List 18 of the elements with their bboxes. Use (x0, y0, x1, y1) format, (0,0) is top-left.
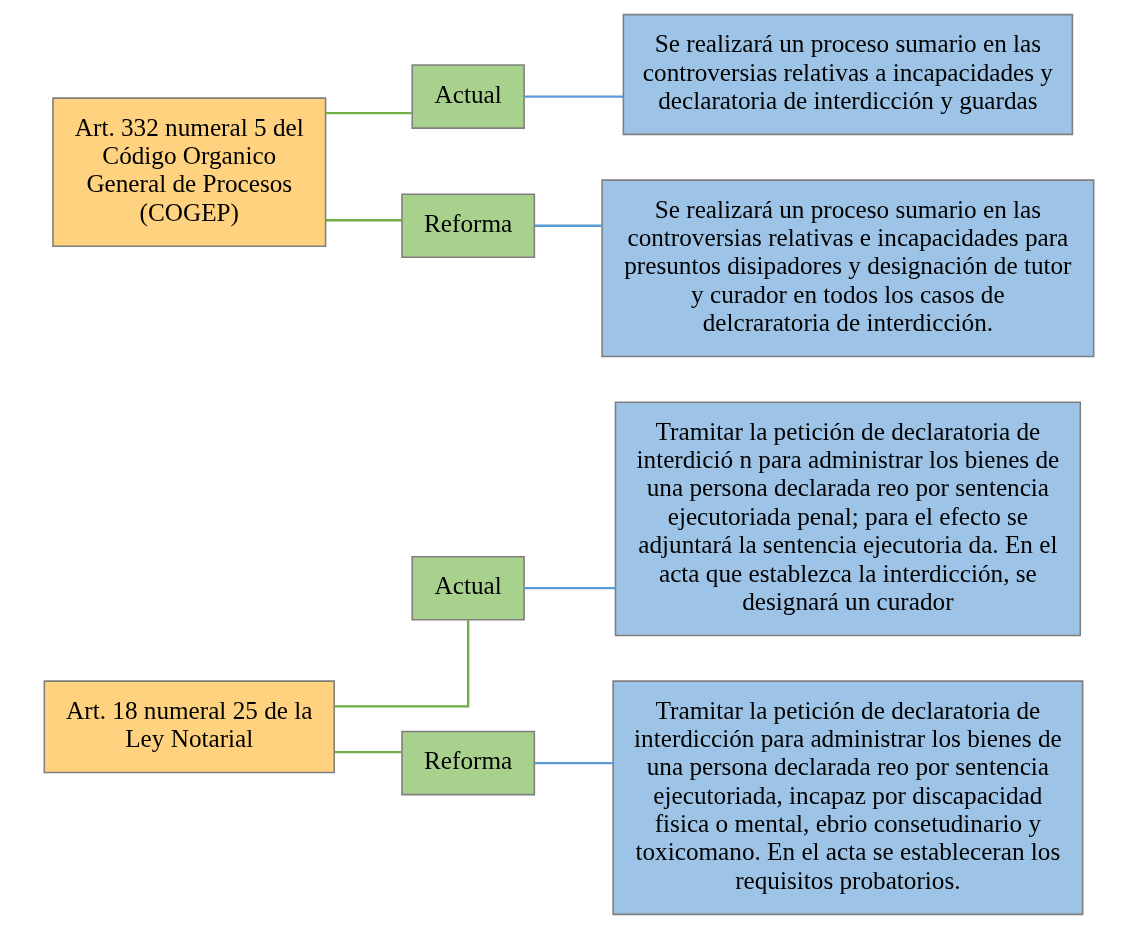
connector (534, 224, 602, 227)
connector (524, 95, 624, 98)
connector (334, 750, 402, 754)
node-box: Se realizará un proceso sumario en las controversias relativas a incapacidades y declaratoria de interdicción y guardas (622, 13, 1074, 136)
node-box: Art. 18 numeral 25 de la Ley Notarial (43, 680, 336, 774)
node-box: Tramitar la petición de declaratoria de interdicción para administrar los bienes de una persona declarada reo por sentencia ejecutoriada, incapaz por discapacidad fisica o mental, ebrio consetudinario y toxicomano. En el acta se estableceran los requisitos probatorios. (612, 680, 1084, 916)
node-box: Reforma (401, 193, 536, 259)
connector (325, 219, 402, 222)
connector (534, 761, 613, 765)
connector (524, 587, 616, 590)
node-box: Actual (411, 64, 525, 129)
node-box: Actual (411, 555, 525, 621)
node-box: Art. 332 numeral 5 del Código Organico General de Procesos (COGEP) (52, 97, 327, 248)
node-box: Se realizará un proceso sumario en las controversias relativas e incapacidades para presuntos disipadores y designación de tutor y curador en todos los casos de delcraratoria de interdicción. (601, 179, 1095, 358)
connector (325, 111, 412, 115)
connector (334, 619, 470, 708)
node-box: Tramitar la petición de declaratoria de interdició n para administrar los bienes de una persona declarada reo por sentencia ejecutoriada penal; para el efecto se adjuntará la sentencia ejecutoria da. En el acta que establezca la interdicción, se designará un curador (614, 401, 1082, 637)
node-box: Reforma (401, 730, 536, 796)
